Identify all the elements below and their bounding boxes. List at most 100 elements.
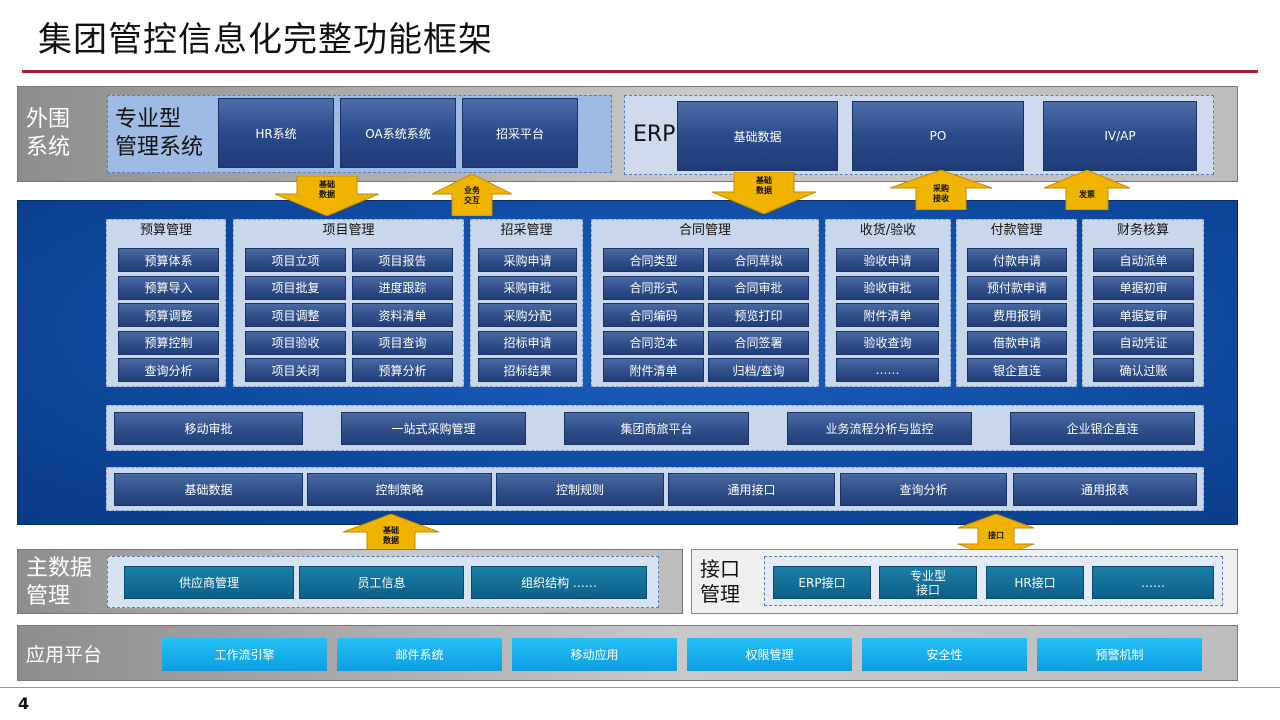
arrow-up-invoice: 发票	[1044, 170, 1130, 210]
module-title: 收货/验收	[859, 223, 917, 238]
arrow-up-master-basic-data: 基础 数据	[343, 514, 439, 554]
module-item-button[interactable]: 自动凭证	[1093, 330, 1194, 355]
platform-item-button[interactable]: 邮件系统	[337, 638, 502, 671]
module-title: 合同管理	[678, 223, 731, 238]
module-title: 项目管理	[322, 223, 375, 238]
module-title: 招采管理	[500, 223, 553, 238]
module-title: 付款管理	[990, 223, 1043, 238]
module-item-button[interactable]: 单据复审	[1093, 303, 1194, 327]
erp-basic-data-button[interactable]: 基础数据	[677, 101, 838, 171]
module-item-button[interactable]: 验收审批	[836, 275, 939, 300]
module-item-button[interactable]: 进度跟踪	[352, 275, 453, 300]
module-item-button[interactable]: 银企直连	[967, 358, 1067, 382]
module-item-button[interactable]: 预算体系	[118, 248, 219, 272]
module-item-button[interactable]: 确认过账	[1093, 358, 1194, 382]
employee-info-button[interactable]: 员工信息	[299, 566, 464, 599]
module-item-button[interactable]: 预算调整	[118, 303, 219, 327]
arrow-up-receive: 采购 接收	[890, 170, 992, 210]
arrow-label: 业务 交互	[464, 186, 480, 205]
arrow-label: 采购 接收	[933, 184, 949, 203]
module-item-button[interactable]: 验收申请	[836, 248, 939, 272]
bottom-strip-button[interactable]: 控制规则	[496, 473, 664, 506]
module-item-button[interactable]: 验收查询	[836, 330, 939, 355]
module-item-button[interactable]: 资料清单	[352, 303, 453, 327]
module-item-button[interactable]: 归档/查询	[708, 358, 809, 382]
middle-strip-button[interactable]: 业务流程分析与监控	[787, 412, 972, 445]
module-item-button[interactable]: 预览打印	[708, 303, 809, 327]
module-item-button[interactable]: 借款申请	[967, 330, 1067, 355]
module-item-button[interactable]: 合同签署	[708, 330, 809, 355]
middle-strip-button[interactable]: 一站式采购管理	[341, 412, 526, 445]
periphery-label: 外围 系统	[26, 107, 71, 160]
module-item-button[interactable]: 单据初审	[1093, 275, 1194, 300]
professional-interface-button[interactable]: 专业型 接口	[879, 566, 977, 599]
bottom-strip-button[interactable]: 通用报表	[1013, 473, 1197, 506]
module-item-button[interactable]: 合同形式	[603, 275, 704, 300]
middle-strip-button[interactable]: 集团商旅平台	[564, 412, 749, 445]
middle-strip-button[interactable]: 企业银企直连	[1010, 412, 1195, 445]
page-number: 4	[18, 694, 30, 713]
module-item-button[interactable]: 合同范本	[603, 330, 704, 355]
module-item-button[interactable]: 合同草拟	[708, 248, 809, 272]
module-item-button[interactable]: 采购申请	[478, 248, 577, 272]
module-item-button[interactable]: 自动派单	[1093, 248, 1194, 272]
module-item-button[interactable]: 费用报销	[967, 303, 1067, 327]
platform-item-button[interactable]: 安全性	[862, 638, 1027, 671]
master-data-label: 主数据 管理	[26, 556, 93, 609]
arrow-both-interface: 接口	[958, 514, 1034, 558]
module-item-button[interactable]: 合同编码	[603, 303, 704, 327]
module-item-button[interactable]: 查询分析	[118, 358, 219, 382]
arrow-label: 发票	[1079, 190, 1095, 199]
middle-strip-button[interactable]: 移动审批	[114, 412, 303, 445]
platform-item-button[interactable]: 预警机制	[1037, 638, 1202, 671]
module-item-button[interactable]: 项目关闭	[245, 358, 346, 382]
module-item-button[interactable]: 附件清单	[603, 358, 704, 382]
module-item-button[interactable]: ……	[836, 358, 939, 382]
erp-label: ERP	[633, 122, 676, 147]
module-item-button[interactable]: 招标申请	[478, 330, 577, 355]
module-item-button[interactable]: 预付款申请	[967, 275, 1067, 300]
org-structure-button[interactable]: 组织结构 ……	[471, 566, 647, 599]
arrow-down-basic-data: 基础 数据	[275, 176, 379, 216]
module-item-button[interactable]: 合同审批	[708, 275, 809, 300]
erp-po-button[interactable]: PO	[852, 101, 1024, 171]
module-item-button[interactable]: 项目批复	[245, 275, 346, 300]
module-item-button[interactable]: 项目查询	[352, 330, 453, 355]
more-interface-button[interactable]: ……	[1092, 566, 1214, 599]
bottom-strip-button[interactable]: 控制策略	[307, 473, 492, 506]
oa-system-button[interactable]: OA系统系统	[340, 98, 456, 168]
module-item-button[interactable]: 采购分配	[478, 303, 577, 327]
title-divider	[22, 70, 1258, 73]
module-item-button[interactable]: 合同类型	[603, 248, 704, 272]
hr-system-button[interactable]: HR系统	[218, 98, 334, 168]
module-item-button[interactable]: 招标结果	[478, 358, 577, 382]
erp-ivap-button[interactable]: IV/AP	[1043, 101, 1197, 171]
hr-interface-button[interactable]: HR接口	[986, 566, 1084, 599]
module-item-button[interactable]: 采购审批	[478, 275, 577, 300]
platform-item-button[interactable]: 工作流引擎	[162, 638, 327, 671]
module-item-button[interactable]: 附件清单	[836, 303, 939, 327]
bottom-strip-button[interactable]: 通用接口	[668, 473, 835, 506]
supplier-management-button[interactable]: 供应商管理	[124, 566, 294, 599]
erp-interface-button[interactable]: ERP接口	[773, 566, 871, 599]
platform-label: 应用平台	[26, 644, 103, 666]
module-item-button[interactable]: 付款申请	[967, 248, 1067, 272]
module-item-button[interactable]: 预算分析	[352, 358, 453, 382]
platform-item-button[interactable]: 移动应用	[512, 638, 677, 671]
professional-systems-label: 专业型 管理系统	[115, 107, 204, 160]
arrow-label: 基础 数据	[319, 180, 335, 199]
module-item-button[interactable]: 预算控制	[118, 330, 219, 355]
platform-item-button[interactable]: 权限管理	[687, 638, 852, 671]
module-item-button[interactable]: 项目立项	[245, 248, 346, 272]
procurement-platform-button[interactable]: 招采平台	[462, 98, 578, 168]
arrow-label: 基础 数据	[756, 176, 772, 195]
module-item-button[interactable]: 预算导入	[118, 275, 219, 300]
arrow-up-business: 业务 交互	[432, 174, 512, 216]
module-item-button[interactable]: 项目报告	[352, 248, 453, 272]
module-title: 财务核算	[1116, 223, 1169, 238]
bottom-strip-button[interactable]: 基础数据	[114, 473, 303, 506]
module-item-button[interactable]: 项目验收	[245, 330, 346, 355]
arrow-label: 基础 数据	[383, 526, 399, 545]
bottom-strip-button[interactable]: 查询分析	[840, 473, 1007, 506]
module-item-button[interactable]: 项目调整	[245, 303, 346, 327]
